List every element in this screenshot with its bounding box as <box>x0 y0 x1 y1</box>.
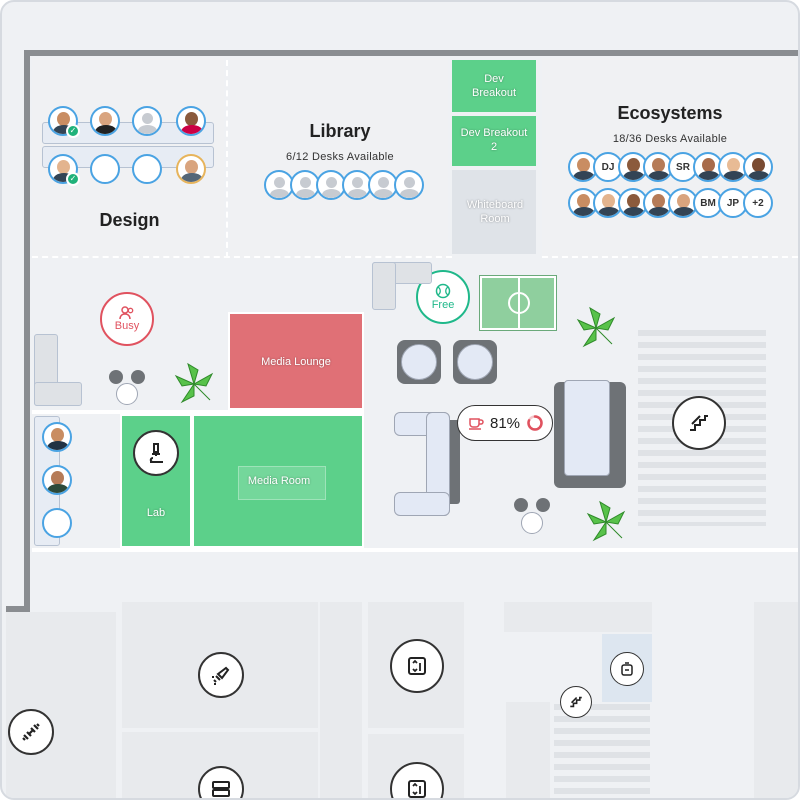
stairs-icon[interactable] <box>560 686 592 718</box>
stool <box>514 498 528 512</box>
busy-status-badge[interactable]: Busy <box>100 292 154 346</box>
user-avatar[interactable] <box>42 422 72 452</box>
foosball-table[interactable] <box>480 276 556 330</box>
stool <box>536 498 550 512</box>
open-desk[interactable] <box>132 154 162 184</box>
outer-wall-step <box>6 606 30 612</box>
outer-wall-top <box>24 50 798 56</box>
room-label: Media Lounge <box>261 356 331 368</box>
open-desk[interactable] <box>90 154 120 184</box>
round-table <box>401 344 437 380</box>
room-label: Dev Breakout 2 <box>460 127 528 153</box>
library-desk-avatar[interactable] <box>368 170 398 200</box>
user-avatar[interactable] <box>693 152 723 182</box>
palm-plant-icon <box>172 362 216 406</box>
user-avatar[interactable] <box>90 106 120 136</box>
room-label: Media Room <box>247 475 311 487</box>
stool <box>131 370 145 384</box>
corridor-wall <box>32 548 798 552</box>
room-dev-breakout[interactable] <box>452 60 536 112</box>
zone-divider <box>32 256 452 258</box>
sofa <box>372 262 396 310</box>
occupancy-ring <box>527 415 543 431</box>
library-desk-avatar[interactable] <box>264 170 294 200</box>
staircase <box>554 704 650 798</box>
side-table <box>521 512 543 534</box>
user-avatar[interactable] <box>568 152 598 182</box>
zone-title-design: Design <box>99 210 160 230</box>
palm-plant-icon <box>584 500 628 544</box>
busy-label: Busy <box>114 320 140 332</box>
library-desk-avatar[interactable] <box>394 170 424 200</box>
occupancy-value: 81% <box>490 414 521 432</box>
room-label: Lab <box>146 507 166 519</box>
user-initials-avatar[interactable]: +2 <box>743 188 773 218</box>
server-icon[interactable] <box>198 766 244 798</box>
zone-subtitle-ecosystems: 18/36 Desks Available <box>612 133 728 145</box>
check-icon: ✓ <box>66 172 80 186</box>
stool <box>109 370 123 384</box>
library-zone[interactable] <box>230 58 448 258</box>
lower-room <box>320 602 362 798</box>
zone-subtitle-library: 6/12 Desks Available <box>286 151 394 163</box>
zone-title-ecosystems: Ecosystems <box>617 103 723 123</box>
round-table <box>457 344 493 380</box>
room-media-room[interactable] <box>192 414 364 548</box>
zone-divider <box>226 60 228 258</box>
long-table <box>564 380 610 476</box>
user-avatar[interactable] <box>176 106 206 136</box>
lower-room <box>504 602 652 632</box>
room-dev-breakout-2[interactable] <box>452 116 536 166</box>
open-desk[interactable] <box>42 508 72 538</box>
cleaning-spray-icon[interactable] <box>198 652 244 698</box>
dumbbell-icon[interactable] <box>8 709 54 755</box>
sofa <box>34 382 82 406</box>
zone-title-library: Library <box>309 121 371 141</box>
user-avatar[interactable] <box>42 465 72 495</box>
palm-plant-icon <box>574 306 618 350</box>
room-label: Whiteboard Room <box>466 199 524 225</box>
room-media-lounge[interactable] <box>228 312 364 410</box>
empty-avatar[interactable] <box>132 106 162 136</box>
outer-wall-left <box>24 50 30 612</box>
locker-icon[interactable] <box>610 652 644 686</box>
desk-cluster <box>42 122 214 144</box>
coffee-cup-icon <box>469 418 484 430</box>
lower-room <box>506 702 550 798</box>
occupancy-pill[interactable]: 81% <box>457 405 553 441</box>
lower-room <box>6 612 116 798</box>
room-whiteboard[interactable] <box>452 170 536 254</box>
user-initials-avatar[interactable]: BM <box>693 188 723 218</box>
free-label: Free <box>431 299 455 311</box>
desk-cluster <box>42 146 214 168</box>
conference-table <box>238 466 326 500</box>
elevator-icon[interactable] <box>390 639 444 693</box>
user-avatar[interactable] <box>176 154 206 184</box>
u-table <box>394 492 450 516</box>
lower-room <box>754 602 798 798</box>
tennis-ball-icon <box>435 283 451 299</box>
corridor-wall <box>32 410 364 414</box>
user-avatar[interactable] <box>568 188 598 218</box>
user-avatar[interactable] <box>743 152 773 182</box>
stairs-icon[interactable] <box>672 396 726 450</box>
library-desk-avatar[interactable] <box>316 170 346 200</box>
microscope-icon[interactable] <box>133 430 179 476</box>
users-icon <box>119 306 134 320</box>
room-label: Dev Breakout <box>471 73 517 99</box>
side-table <box>116 383 138 405</box>
elevator-icon[interactable] <box>390 762 444 798</box>
check-icon: ✓ <box>66 124 80 138</box>
zone-divider <box>542 256 798 258</box>
